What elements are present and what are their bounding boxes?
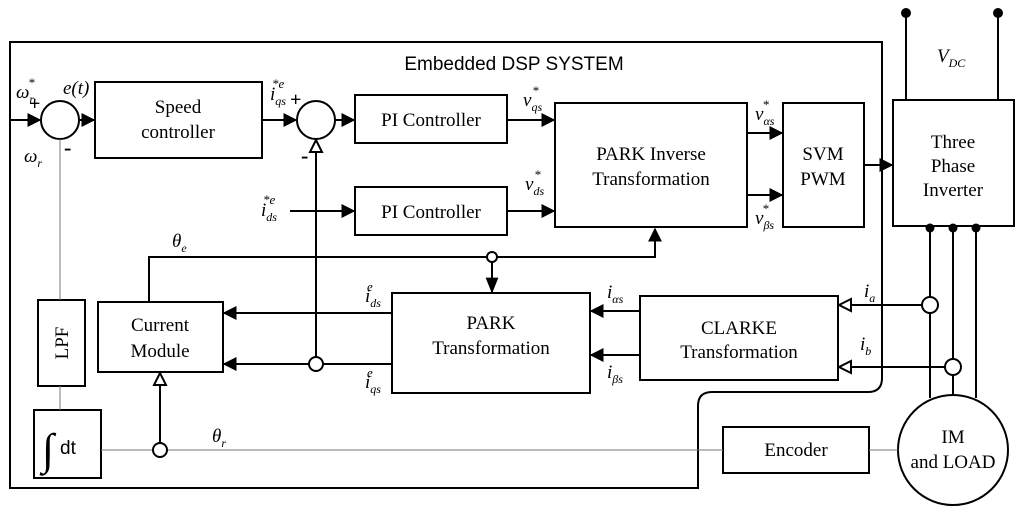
speed-controller-block: Speed controller <box>94 81 263 159</box>
svg-text:Speed: Speed <box>155 97 202 118</box>
park-inverse-block: PARK Inverse Transformation <box>554 102 748 228</box>
ia-label: ia <box>864 281 875 305</box>
svg-text:dt: dt <box>60 438 77 459</box>
svg-text:PARK: PARK <box>467 313 516 334</box>
theta-r-label: θr <box>212 426 226 450</box>
omega-r-ref-label: ωr* <box>16 75 35 106</box>
dsp-system-boundary <box>9 41 883 489</box>
svg-text:PWM: PWM <box>800 169 846 190</box>
svg-text:LPF: LPF <box>52 327 73 360</box>
theta-e-label: θe <box>172 231 187 255</box>
iqs-ref-label: iqs*e <box>270 76 286 108</box>
svg-text:CLARKE: CLARKE <box>701 318 777 339</box>
pi-controller-d-block: PI Controller <box>354 186 508 236</box>
current-sensor-b <box>944 358 962 376</box>
speed-summing-junction <box>40 100 80 140</box>
three-phase-inverter-block: Three Phase Inverter <box>892 99 1015 227</box>
vbeta-ref-label: vβs* <box>755 201 774 232</box>
ids-ref-label: ids*e <box>261 192 277 224</box>
pi-controller-q-block: PI Controller <box>354 94 508 144</box>
svg-text:PARK Inverse: PARK Inverse <box>596 144 706 165</box>
iqs-e-label: iqse <box>365 365 381 396</box>
error-label: e(t) <box>63 78 89 99</box>
vqs-ref-label: vqs* <box>523 83 542 114</box>
iqs-pickoff <box>308 356 324 372</box>
integrator-block: ∫ dt <box>33 409 102 479</box>
svg-text:-: - <box>301 143 308 168</box>
svm-pwm-block: SVM PWM <box>782 102 865 228</box>
svg-text:IM: IM <box>941 427 964 448</box>
current-summing-junction <box>296 100 336 140</box>
svg-text:Three: Three <box>931 132 975 153</box>
svg-text:+: + <box>29 93 40 115</box>
svg-text:Transformation: Transformation <box>592 169 710 190</box>
park-transformation-block: PARK Transformation <box>391 292 591 394</box>
ib-label: ib <box>860 334 871 358</box>
vdc-terminal-minus <box>993 8 1003 18</box>
theta-r-pickoff <box>152 442 168 458</box>
svg-text:+: + <box>290 89 301 111</box>
svg-text:controller: controller <box>141 122 216 143</box>
induction-motor-block: IM and LOAD <box>897 394 1009 506</box>
encoder-block: Encoder <box>722 426 870 474</box>
svg-text:and LOAD: and LOAD <box>911 452 996 473</box>
valpha-ref-label: vαs* <box>755 97 775 128</box>
svg-text:Transformation: Transformation <box>680 342 798 363</box>
clarke-transformation-block: CLARKE Transformation <box>639 295 839 381</box>
vdc-terminal-plus <box>901 8 911 18</box>
ibeta-label: iβs <box>607 362 623 386</box>
svg-text:PI Controller: PI Controller <box>381 110 481 131</box>
svg-text:-: - <box>64 135 71 160</box>
dsp-system-label: Embedded DSP SYSTEM <box>404 54 623 75</box>
svg-text:PI Controller: PI Controller <box>381 202 481 223</box>
svg-text:Inverter: Inverter <box>923 180 984 201</box>
svg-text:SVM: SVM <box>802 144 843 165</box>
svg-text:Phase: Phase <box>931 156 975 177</box>
ids-e-label: idse <box>365 279 381 310</box>
ialpha-label: iαs <box>607 282 624 306</box>
current-module-block: Current Module <box>97 301 224 373</box>
current-sensor-a <box>921 296 939 314</box>
integral-sign: ∫ <box>39 425 57 476</box>
vdc-label: VDC <box>937 46 966 70</box>
theta-e-pickoff <box>486 251 498 263</box>
svg-text:Transformation: Transformation <box>432 338 550 359</box>
svg-text:Current: Current <box>131 315 190 336</box>
svg-text:Encoder: Encoder <box>764 440 828 461</box>
svg-text:Module: Module <box>130 341 189 362</box>
vds-ref-label: vds* <box>525 167 544 198</box>
omega-r-label: ωr <box>24 146 42 170</box>
lpf-block: LPF <box>37 299 86 387</box>
